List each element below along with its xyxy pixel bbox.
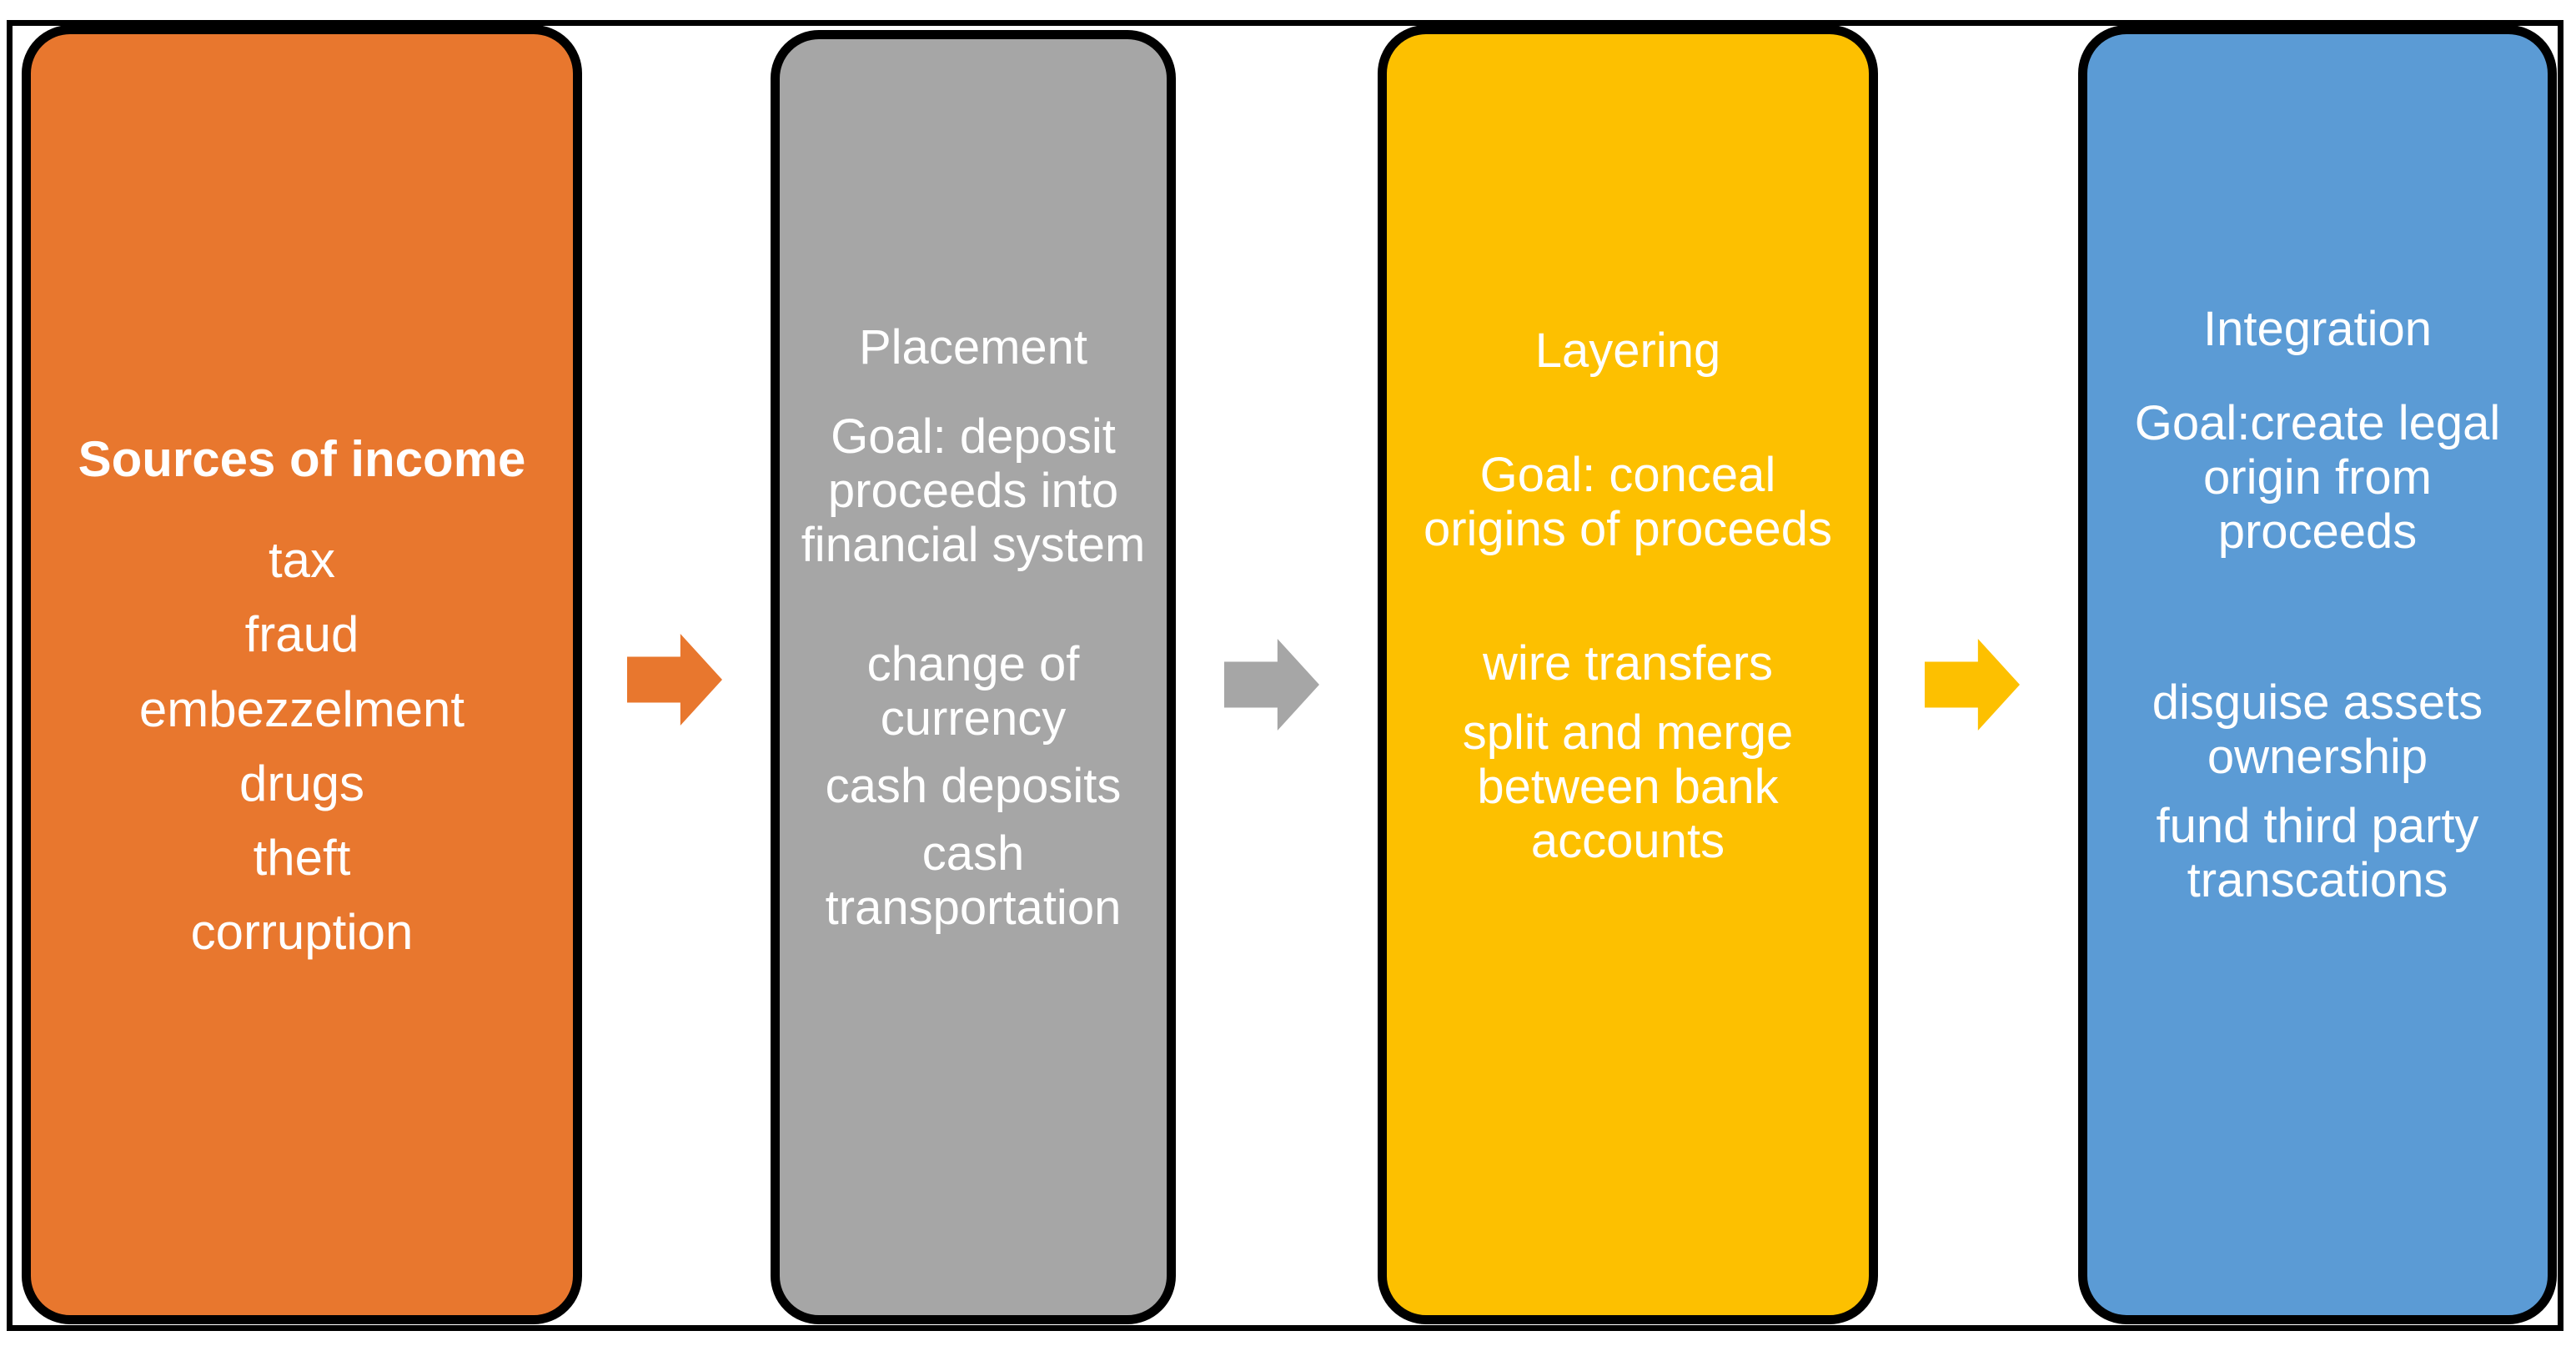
list-item: cash deposits [825,758,1122,813]
stage-box-sources-of-income: Sources of income tax fraud embezzelment… [22,25,582,1324]
stage-items-layering: wire transfers split and merge between b… [1403,635,1853,884]
list-item: drugs [239,755,365,811]
list-item: fraud [244,606,359,663]
stage-items-sources-of-income: tax fraud embezzelment drugs theft corru… [139,532,464,978]
stage-box-integration: Integration Goal:create legal origin fro… [2078,25,2557,1324]
list-item: embezzelment [138,680,465,737]
list-item: corruption [190,904,414,961]
list-item: change of currency [866,636,1080,746]
stage-title-layering: Layering [1534,324,1721,378]
list-item: fund third party transcations [2156,798,2479,907]
stage-goal-placement: Goal: deposit proceeds into financial sy… [801,409,1146,572]
stage-box-placement: Placement Goal: deposit proceeds into fi… [771,30,1176,1324]
stage-goal-layering: Goal: conceal origins of proceeds [1423,447,1833,556]
stage-items-integration: disguise assets ownership fund third par… [2101,675,2534,923]
list-item: wire transfers [1482,635,1774,691]
diagram-outer-frame [7,20,2563,1331]
list-item: disguise assets ownership [2152,675,2483,784]
list-item: cash transportation [825,826,1122,935]
stage-title-placement: Placement [858,320,1088,374]
list-item: tax [268,532,336,589]
stage-title-integration: Integration [2202,302,2433,356]
stage-items-placement: change of currency cash deposits cash tr… [790,636,1157,949]
stage-title-sources-of-income: Sources of income [78,431,526,487]
list-item: split and merge between bank accounts [1462,705,1794,868]
stage-goal-integration: Goal:create legal origin from proceeds [2134,395,2501,559]
list-item: theft [253,829,351,886]
stage-box-layering: Layering Goal: conceal origins of procee… [1378,25,1878,1324]
